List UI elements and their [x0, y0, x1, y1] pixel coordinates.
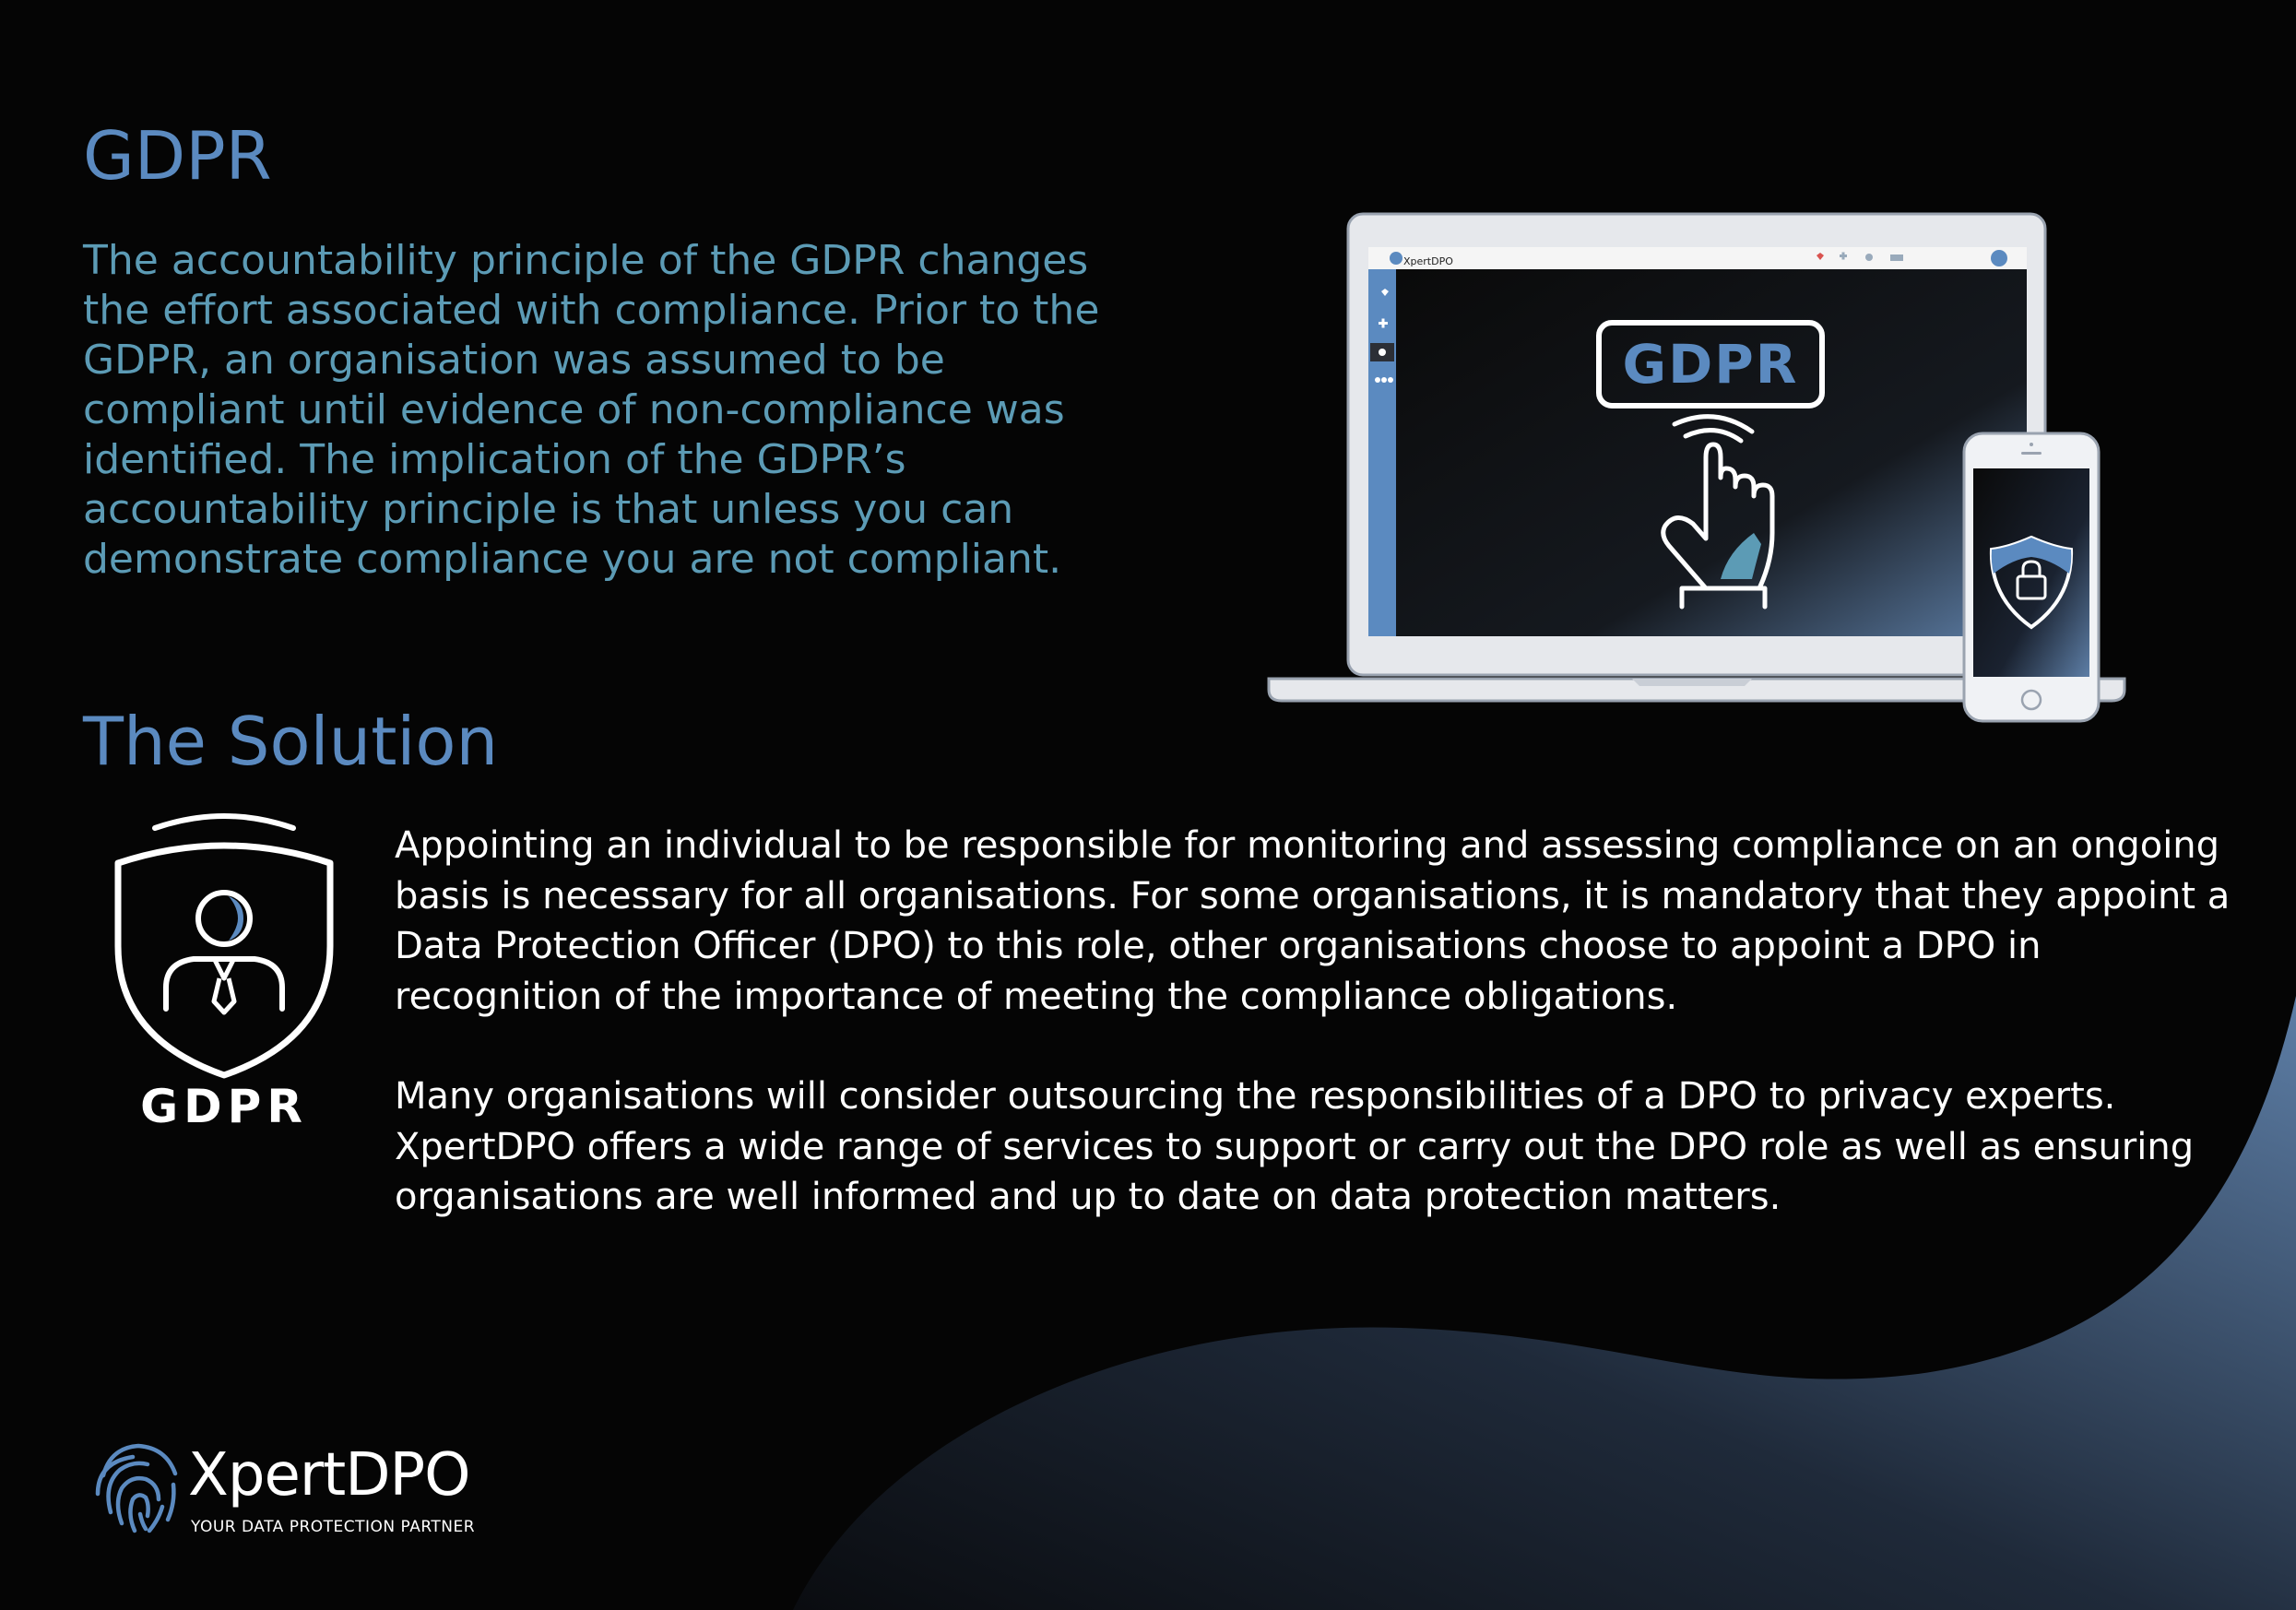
- shield-lock-icon: [1989, 535, 2074, 630]
- pointing-hand-icon: [1661, 414, 1775, 610]
- gdpr-badge: GDPR: [100, 808, 349, 1140]
- xpertdpo-logo: XpertDPO YOUR DATA PROTECTION PARTNER: [92, 1438, 498, 1549]
- app-brand-label: XpertDPO: [1403, 255, 1453, 267]
- intro-paragraph: The accountability principle of the GDPR…: [83, 237, 1100, 583]
- devices-illustration: XpertDPO GDPR: [1263, 210, 2130, 727]
- solution-heading: The Solution: [83, 703, 499, 780]
- laptop-icon: [1267, 212, 2126, 703]
- screen-gdpr-button-frame: [1596, 320, 1825, 408]
- shield-person-icon: [114, 813, 334, 1079]
- fingerprint-icon: [95, 1443, 178, 1533]
- solution-paragraph: Appointing an individual to be responsib…: [395, 824, 2231, 1018]
- logo-name: XpertDPO: [188, 1441, 470, 1509]
- badge-label: GDPR: [140, 1080, 308, 1133]
- logo-tagline: YOUR DATA PROTECTION PARTNER: [191, 1518, 476, 1536]
- screen-gdpr-label: GDPR: [1622, 333, 1799, 396]
- page-title: GDPR: [83, 117, 272, 195]
- solution-paragraph: Many organisations will consider outsour…: [395, 1075, 2195, 1218]
- hand-accent: [1721, 533, 1761, 579]
- solution-text: Appointing an individual to be responsib…: [395, 821, 2239, 1273]
